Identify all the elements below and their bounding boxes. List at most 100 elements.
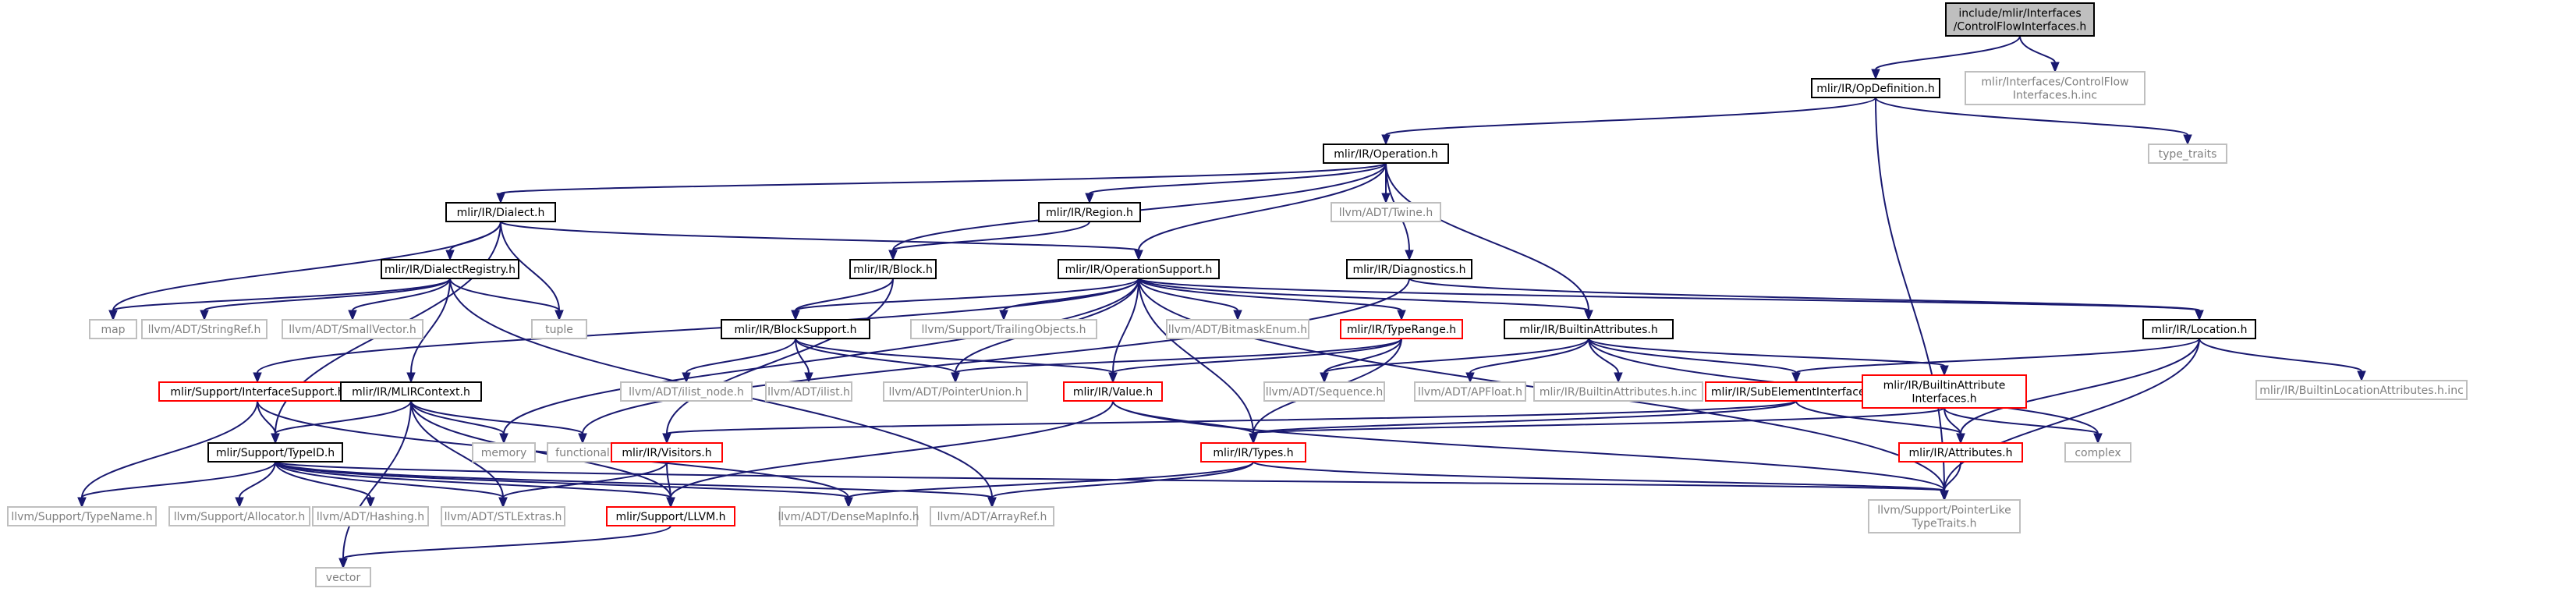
node-subelem[interactable]: mlir/IR/SubElementInterfaces.h <box>1705 381 1887 402</box>
node-root[interactable]: include/mlir/Interfaces/ControlFlowInter… <box>1945 2 2095 37</box>
node-label-memory: memory <box>481 447 527 459</box>
node-box-stringref <box>141 319 268 339</box>
node-box-vector <box>315 567 371 587</box>
node-blocksupport[interactable]: mlir/IR/BlockSupport.h <box>721 319 870 339</box>
node-smallvector: llvm/ADT/SmallVector.h <box>282 319 423 339</box>
edge-registry-to-map <box>108 278 451 321</box>
node-label-builtinattrif-1: Interfaces.h <box>1912 393 1976 406</box>
edge-builtinattrs-to-subelem <box>1588 338 1801 384</box>
node-label-vector: vector <box>326 572 361 584</box>
node-label-builtinattrif-0: mlir/IR/BuiltinAttribute <box>1883 380 2006 392</box>
edge-builtinattrs-to-apfloat <box>1465 338 1589 384</box>
node-trailing: llvm/Support/TrailingObjects.h <box>910 319 1097 339</box>
node-box-tuple <box>531 319 587 339</box>
node-box-blocksupport <box>721 319 870 339</box>
node-label-map: map <box>101 324 125 336</box>
node-hashing: llvm/ADT/Hashing.h <box>312 506 429 526</box>
node-box-ptrlike <box>1868 499 2021 533</box>
edge-types-to-ptrlike <box>1253 461 1949 502</box>
edge-typeid-to-typename <box>77 461 276 509</box>
edge-location-to-builtinlocinc <box>2199 338 2366 382</box>
node-label-typename: llvm/Support/TypeName.h <box>11 511 152 523</box>
node-box-attributes <box>1898 442 2023 463</box>
node-ilistnode: llvm/ADT/ilist_node.h <box>620 381 753 402</box>
node-mlircontext[interactable]: mlir/IR/MLIRContext.h <box>340 381 482 402</box>
node-label-sequence: llvm/ADT/Sequence.h <box>1266 386 1383 399</box>
edge-typeid-to-ptrlike <box>275 461 1949 502</box>
edge-registry-to-smallvector <box>348 278 451 321</box>
node-label-subelem: mlir/IR/SubElementInterfaces.h <box>1711 386 1881 399</box>
node-value[interactable]: mlir/IR/Value.h <box>1063 381 1163 402</box>
node-visitors[interactable]: mlir/IR/Visitors.h <box>611 442 723 463</box>
node-opdef[interactable]: mlir/IR/OpDefinition.h <box>1811 78 1940 98</box>
node-label-stringref: llvm/ADT/StringRef.h <box>148 324 261 336</box>
node-operation[interactable]: mlir/IR/Operation.h <box>1323 144 1449 164</box>
node-llvm[interactable]: mlir/Support/LLVM.h <box>606 506 735 526</box>
node-box-typeid <box>207 442 343 463</box>
node-box-map <box>89 319 137 339</box>
node-box-trailing <box>910 319 1097 339</box>
node-box-memory <box>472 442 536 463</box>
edge-opdef-to-type_traits <box>1875 97 2192 146</box>
node-box-smallvector <box>282 319 423 339</box>
edge-registry-to-stringref <box>200 278 451 321</box>
node-opsupport[interactable]: mlir/IR/OperationSupport.h <box>1058 259 1220 279</box>
edge-block-to-blocksupport <box>791 278 894 321</box>
node-memory: memory <box>472 442 536 463</box>
edge-typeid-to-stlextras <box>275 461 508 509</box>
node-block[interactable]: mlir/IR/Block.h <box>849 259 937 279</box>
edge-diagnostics-to-functional <box>578 278 1410 445</box>
node-label-registry: mlir/IR/DialectRegistry.h <box>384 264 516 276</box>
edge-subelem-to-visitors <box>662 400 1797 445</box>
node-label-opsupport: mlir/IR/OperationSupport.h <box>1065 264 1213 276</box>
edge-typeid-to-arrayref <box>275 461 997 509</box>
node-label-allocator: llvm/Support/Allocator.h <box>174 511 306 523</box>
node-label-builtinattrs: mlir/IR/BuiltinAttributes.h <box>1519 324 1657 336</box>
node-box-visitors <box>611 442 723 463</box>
edge-operation-to-region <box>1085 162 1387 204</box>
node-box-builtinattrsinc <box>1533 381 1703 402</box>
node-box-apfloat <box>1414 381 1526 402</box>
node-builtinattrs[interactable]: mlir/IR/BuiltinAttributes.h <box>1504 319 1674 339</box>
node-label-location: mlir/IR/Location.h <box>2152 324 2248 336</box>
node-allocator: llvm/Support/Allocator.h <box>168 506 310 526</box>
node-box-bitmask <box>1166 319 1309 339</box>
node-apfloat: llvm/ADT/APFloat.h <box>1414 381 1526 402</box>
edge-typeid-to-allocator <box>235 461 276 509</box>
node-box-densemapinfo <box>779 506 918 526</box>
node-tuple: tuple <box>531 319 587 339</box>
node-box-region <box>1038 202 1141 222</box>
node-box-functional <box>547 442 618 463</box>
node-label-mlircontext: mlir/IR/MLIRContext.h <box>352 386 470 399</box>
node-region[interactable]: mlir/IR/Region.h <box>1038 202 1141 222</box>
node-label-types: mlir/IR/Types.h <box>1213 447 1293 459</box>
nodes-layer: include/mlir/Interfaces/ControlFlowInter… <box>7 2 2468 587</box>
node-vector: vector <box>315 567 371 587</box>
node-types[interactable]: mlir/IR/Types.h <box>1200 442 1306 463</box>
node-stlextras: llvm/ADT/STLExtras.h <box>441 506 565 526</box>
node-typeid[interactable]: mlir/Support/TypeID.h <box>207 442 343 463</box>
node-box-ilistnode <box>620 381 753 402</box>
edge-opsupport-to-blocksupport <box>791 278 1139 321</box>
node-diagnostics[interactable]: mlir/IR/Diagnostics.h <box>1346 259 1472 279</box>
node-dialect[interactable]: mlir/IR/Dialect.h <box>445 202 556 222</box>
edge-builtinattrif-to-types <box>1249 407 1945 445</box>
node-registry[interactable]: mlir/IR/DialectRegistry.h <box>381 259 519 279</box>
node-label-trailing: llvm/Support/TrailingObjects.h <box>922 324 1086 336</box>
node-attributes[interactable]: mlir/IR/Attributes.h <box>1898 442 2023 463</box>
node-box-complex <box>2064 442 2131 463</box>
edge-opdef-to-operation <box>1381 97 1876 146</box>
node-box-hashing <box>312 506 429 526</box>
node-label-arrayref: llvm/ADT/ArrayRef.h <box>937 511 1047 523</box>
edge-typeid-to-densemapinfo <box>275 461 853 509</box>
node-ifacesupport[interactable]: mlir/Support/InterfaceSupport.h <box>158 381 356 402</box>
node-location[interactable]: mlir/IR/Location.h <box>2142 319 2256 339</box>
node-typerange[interactable]: mlir/IR/TypeRange.h <box>1340 319 1463 339</box>
node-box-ilist <box>765 381 852 402</box>
node-label-twine: llvm/ADT/Twine.h <box>1339 207 1433 219</box>
node-box-mlircontext <box>340 381 482 402</box>
node-label-typeid: mlir/Support/TypeID.h <box>216 447 335 459</box>
node-box-type_traits <box>2148 144 2227 164</box>
node-box-ifacesupport <box>158 381 356 402</box>
